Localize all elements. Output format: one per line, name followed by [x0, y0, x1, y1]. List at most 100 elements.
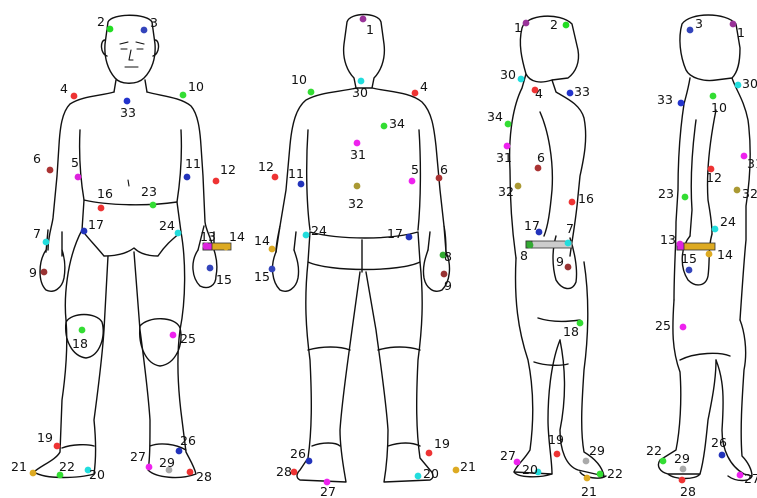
marker-label-21: 21: [581, 484, 597, 498]
marker-label-32: 32: [498, 184, 514, 199]
marker-label-17: 17: [88, 217, 104, 232]
marker-label-27: 27: [744, 471, 757, 486]
marker-label-5: 5: [411, 162, 419, 177]
marker-dot-29: [583, 458, 590, 465]
marker-dot-1: [730, 21, 737, 28]
marker-dot-31: [504, 143, 511, 150]
marker-dot-7: [43, 239, 50, 246]
marker-dot-4: [412, 90, 419, 97]
marker-dot-6: [535, 165, 542, 172]
marker-label-19: 19: [434, 436, 450, 451]
marker-dot-14: [706, 251, 713, 258]
marker-label-3: 3: [150, 15, 158, 30]
marker-label-24: 24: [311, 223, 327, 238]
marker-dot-3: [687, 27, 694, 34]
marker-dot-33: [678, 100, 685, 107]
marker-label-29: 29: [674, 451, 690, 466]
marker-label-15: 15: [681, 251, 697, 266]
marker-label-33: 33: [120, 105, 136, 120]
marker-dot-24: [175, 230, 182, 237]
marker-label-10: 10: [711, 100, 727, 115]
marker-label-24: 24: [159, 218, 175, 233]
marker-dot-3: [141, 27, 148, 34]
marker-dot-16: [98, 205, 105, 212]
marker-dot-5: [409, 178, 416, 185]
marker-dot-32: [354, 183, 361, 190]
marker-label-7: 7: [33, 226, 41, 241]
marker-dot-33: [567, 90, 574, 97]
marker-label-4: 4: [420, 79, 428, 94]
marker-label-21: 21: [460, 459, 476, 474]
marker-dot-4: [71, 93, 78, 100]
marker-label-20: 20: [89, 467, 105, 482]
marker-dot-21: [453, 467, 460, 474]
marker-label-26: 26: [180, 433, 196, 448]
marker-label-1: 1: [366, 22, 374, 37]
marker-label-34: 34: [389, 116, 405, 131]
marker-dot-28: [679, 477, 686, 484]
marker-label-9: 9: [444, 278, 452, 293]
marker-label-7: 7: [566, 221, 574, 236]
marker-label-1: 1: [514, 20, 522, 35]
marker-dot-9: [565, 264, 572, 271]
marker-label-14: 14: [254, 233, 270, 248]
marker-label-20: 20: [522, 462, 538, 477]
marker-dot-23: [150, 202, 157, 209]
marker-label-25: 25: [180, 331, 196, 346]
marker-label-19: 19: [548, 432, 564, 447]
marker-dot-7: [565, 240, 572, 247]
marker-label-20: 20: [423, 466, 439, 481]
marker-dot-27: [146, 464, 153, 471]
marker-dot-30: [518, 76, 525, 83]
marker-label-34: 34: [487, 109, 503, 124]
marker-label-19: 19: [37, 430, 53, 445]
marker-label-12: 12: [258, 159, 274, 174]
marker-label-9: 9: [29, 265, 37, 280]
marker-label-18: 18: [563, 324, 579, 339]
marker-dot-17: [406, 234, 413, 241]
marker-dot-12: [213, 178, 220, 185]
marker-dot-19: [554, 451, 561, 458]
marker-label-29: 29: [159, 455, 175, 470]
marker-label-33: 33: [657, 92, 673, 107]
marker-dot-30: [735, 82, 742, 89]
marker-dot-32: [515, 183, 522, 190]
marker-dot-5: [75, 174, 82, 181]
marker-dot-26: [719, 452, 726, 459]
marker-dot-32: [734, 187, 741, 194]
markers-right-side: 313033103112233224131514252229262827: [646, 16, 757, 498]
marker-label-25: 25: [655, 318, 671, 333]
marker-dot-10: [710, 93, 717, 100]
marker-label-28: 28: [196, 469, 212, 484]
marker-dot-25: [680, 324, 687, 331]
marker-label-9: 9: [556, 254, 564, 269]
marker-label-5: 5: [71, 155, 79, 170]
marker-dot-9: [41, 269, 48, 276]
marker-label-6: 6: [537, 150, 545, 165]
marker-label-32: 32: [742, 186, 757, 201]
marker-dot-13: [677, 241, 684, 248]
marker-label-27: 27: [500, 448, 516, 463]
marker-dot-25: [170, 332, 177, 339]
marker-label-2: 2: [550, 17, 558, 32]
marker-dot-21: [584, 475, 591, 482]
marker-label-13: 13: [660, 232, 676, 247]
marker-dot-26: [306, 458, 313, 465]
marker-dot-11: [298, 181, 305, 188]
marker-label-28: 28: [276, 464, 292, 479]
marker-label-14: 14: [717, 247, 733, 262]
marker-label-12: 12: [706, 170, 722, 185]
marker-label-17: 17: [387, 226, 403, 241]
marker-dot-17: [81, 228, 88, 235]
marker-dot-27: [737, 472, 744, 479]
marker-label-14: 14: [229, 229, 245, 244]
marker-dot-26: [176, 448, 183, 455]
marker-dot-19: [426, 450, 433, 457]
marker-dot-18: [79, 327, 86, 334]
marker-dot-6: [47, 167, 54, 174]
marker-dot-23: [682, 194, 689, 201]
marker-dot-24: [303, 232, 310, 239]
marker-dot-29: [680, 466, 687, 473]
marker-label-21: 21: [11, 459, 27, 474]
